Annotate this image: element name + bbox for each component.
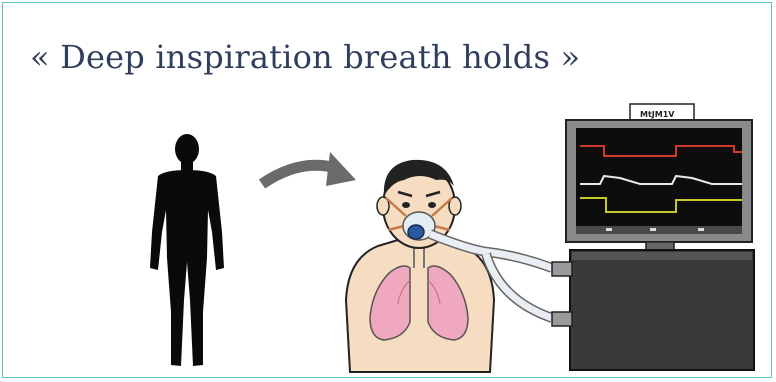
patient-with-mask-and-lungs-icon — [346, 160, 494, 372]
human-silhouette-icon — [150, 134, 224, 366]
ventilator-monitor-box-icon: MtJM1V — [552, 104, 754, 370]
monitor-label: MtJM1V — [640, 110, 675, 119]
curved-arrow-right-icon — [262, 152, 356, 186]
